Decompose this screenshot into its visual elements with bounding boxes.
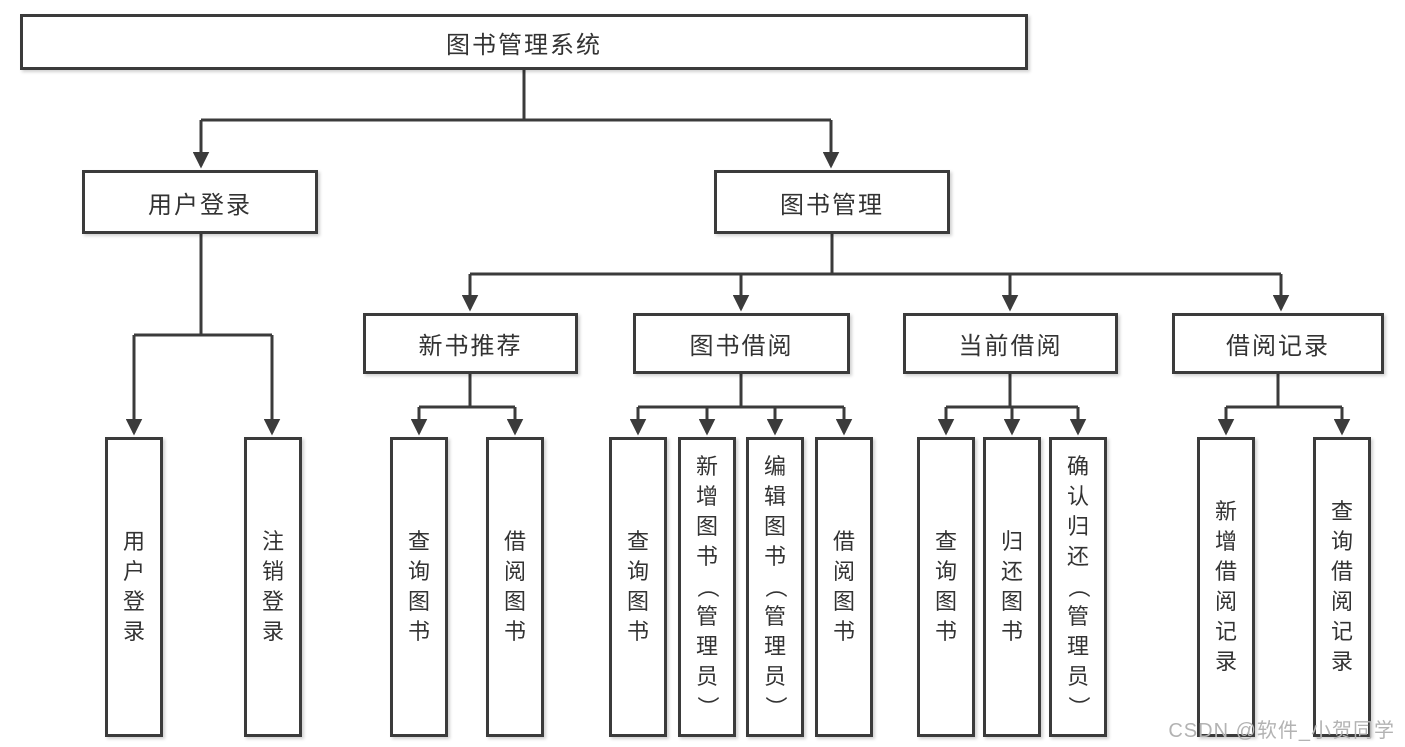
node-leaf-logout: 注销登录 bbox=[244, 437, 302, 737]
node-leaf-borrow-books: 借阅图书 bbox=[815, 437, 873, 737]
node-leaf-query-borrow-record: 查询借阅记录 bbox=[1313, 437, 1371, 737]
node-book-management: 图书管理 bbox=[714, 170, 950, 234]
node-leaf-edit-books-admin: 编辑图书（管理员） bbox=[746, 437, 804, 737]
node-leaf-borrow-books-recommend: 借阅图书 bbox=[486, 437, 544, 737]
node-borrow-records: 借阅记录 bbox=[1172, 313, 1384, 374]
node-leaf-query-books-current: 查询图书 bbox=[917, 437, 975, 737]
node-leaf-query-books-borrow: 查询图书 bbox=[609, 437, 667, 737]
node-book-borrow: 图书借阅 bbox=[633, 313, 850, 374]
node-leaf-add-books-admin: 新增图书（管理员） bbox=[678, 437, 736, 737]
node-leaf-query-books-recommend: 查询图书 bbox=[390, 437, 448, 737]
node-leaf-user-login: 用户登录 bbox=[105, 437, 163, 737]
node-new-book-recommend: 新书推荐 bbox=[363, 313, 578, 374]
node-leaf-add-borrow-record: 新增借阅记录 bbox=[1197, 437, 1255, 737]
csdn-watermark: CSDN @软件_小贺同学 bbox=[1168, 720, 1395, 742]
node-leaf-confirm-return-admin: 确认归还（管理员） bbox=[1049, 437, 1107, 737]
node-leaf-return-books: 归还图书 bbox=[983, 437, 1041, 737]
node-current-borrow: 当前借阅 bbox=[903, 313, 1118, 374]
node-library-system: 图书管理系统 bbox=[20, 14, 1028, 70]
node-user-login: 用户登录 bbox=[82, 170, 318, 234]
